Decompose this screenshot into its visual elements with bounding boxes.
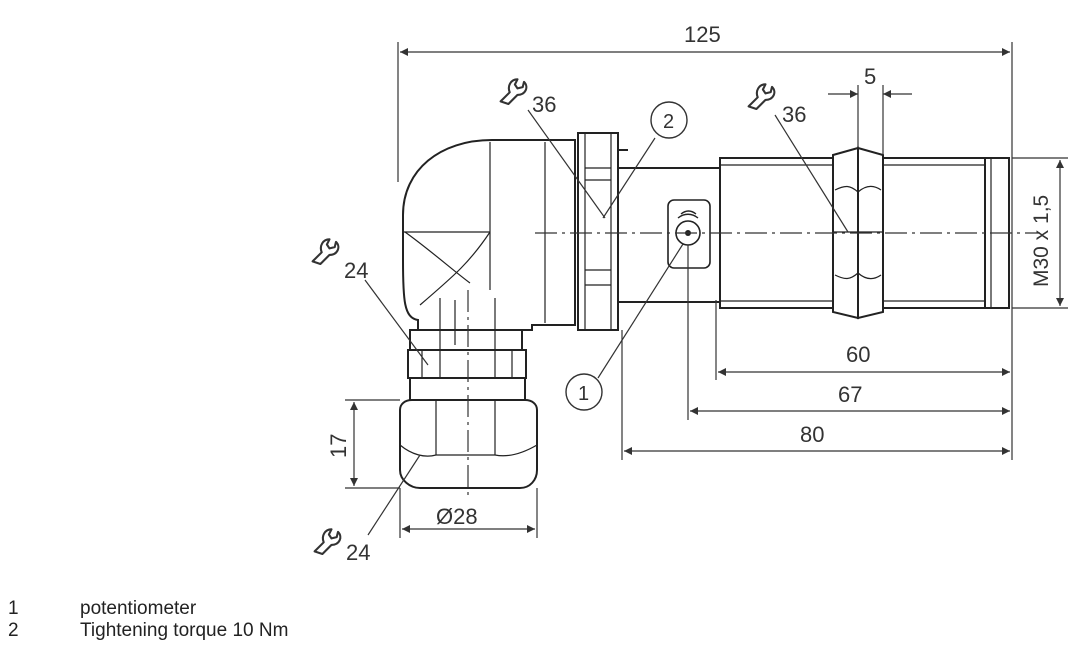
- wrench-icon: [311, 238, 340, 266]
- callout-1-label: 1: [578, 383, 589, 405]
- legend: 1 potentiometer 2 Tightening torque 10 N…: [8, 598, 288, 642]
- legend-row: 2 Tightening torque 10 Nm: [8, 620, 288, 642]
- wrench-icon: [313, 528, 342, 556]
- wrench-size-nut: 36: [782, 102, 806, 127]
- wrench-size-gland-lower: 24: [346, 540, 370, 565]
- technical-drawing: 125 5 36 36 24 24 M30 x 1,5 60 67 80 17 …: [311, 22, 1068, 565]
- sensor-body: [399, 132, 1010, 489]
- center-lines: [467, 232, 1040, 500]
- dim-67: 67: [838, 382, 862, 407]
- dim-60: 60: [846, 342, 870, 367]
- dim-thread: M30 x 1,5: [1030, 195, 1053, 287]
- legend-number: 1: [8, 598, 19, 619]
- legend-row: 1 potentiometer: [8, 598, 288, 620]
- wrench-size-flange: 36: [532, 92, 556, 117]
- dim-diameter-28: Ø28: [436, 504, 478, 529]
- dim-nut-width: 5: [864, 64, 876, 89]
- callout-2-label: 2: [663, 111, 674, 133]
- dimension-lines: [345, 42, 1068, 538]
- legend-text: Tightening torque 10 Nm: [80, 620, 289, 641]
- dim-17: 17: [326, 434, 351, 458]
- callout-circles: [565, 101, 688, 411]
- wrench-size-gland-upper: 24: [344, 258, 368, 283]
- legend-number: 2: [8, 620, 19, 641]
- dim-80: 80: [800, 422, 824, 447]
- dim-total-length: 125: [684, 22, 721, 47]
- legend-text: potentiometer: [80, 598, 197, 619]
- wrench-icon: [499, 78, 528, 106]
- wrench-icon: [747, 83, 776, 111]
